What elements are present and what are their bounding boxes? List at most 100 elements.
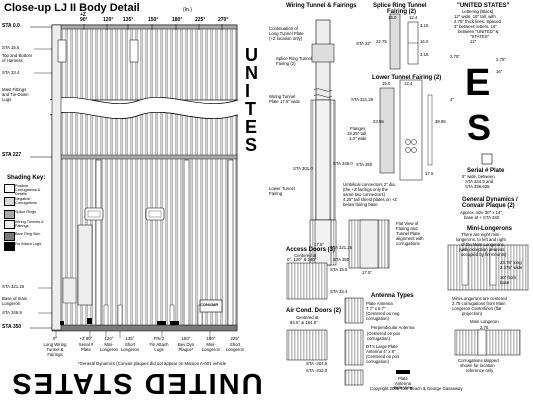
access-doors-sta-15: STA 15.5 bbox=[330, 267, 348, 272]
units-label: (In.) bbox=[183, 7, 192, 13]
wiring-continuation: Continuation of bbox=[269, 26, 298, 31]
splice-d16: 16.0 bbox=[420, 39, 429, 44]
bottom-label-6-l1: Mini- bbox=[206, 342, 216, 347]
wiring-fairing: Fairing (2) bbox=[276, 61, 296, 66]
bottom-angle-120: 120° bbox=[104, 336, 114, 341]
splice-d315-a: 3.15 bbox=[420, 23, 429, 28]
mini-note-1: Mini-Longerons are centered bbox=[452, 296, 507, 301]
key-label-positive: Positive Corrugations & Details bbox=[15, 184, 41, 196]
lettering-e: E bbox=[465, 62, 490, 104]
bottom-label-0-l3: Fairings bbox=[47, 352, 63, 357]
lower-d124: 12.4 bbox=[404, 81, 413, 86]
mini-main: Main Longeron bbox=[470, 319, 499, 324]
wiring-title: Wiring Tunnel & Fairings bbox=[286, 3, 357, 9]
lower-d150: 15.0 bbox=[382, 81, 391, 86]
air-cond-title: Air Cond. Doors (2) bbox=[286, 308, 341, 314]
mini-l2: longerons, to left and right bbox=[456, 237, 506, 242]
gd-title: General Dynamics / bbox=[462, 197, 518, 203]
antenna-side-view: Plate Antenna Side View bbox=[393, 376, 413, 391]
antenna-large-d: Antenna 4" x 8" bbox=[366, 349, 396, 354]
mast-label-3: Lugs bbox=[2, 97, 12, 102]
bottom-angle-fin2: FIN 2 bbox=[153, 336, 165, 341]
page-title: Close-up LJ II Body Detail bbox=[4, 2, 140, 14]
us-dim-275: 2.75" bbox=[496, 57, 506, 62]
lower-flanges: Flanges bbox=[350, 126, 366, 131]
harness-label-2: of Harness bbox=[2, 58, 23, 63]
antenna-large: DT's Large Plate bbox=[366, 344, 398, 349]
flat-view-l5: corrugations bbox=[396, 241, 420, 246]
flat-view-l4: alignment with bbox=[396, 236, 424, 241]
us-lettering-l5: between "UNITED" & bbox=[458, 29, 499, 34]
serial-title: Serial # Plate bbox=[467, 168, 505, 174]
lower-note-2: (the +Z fairings only the bbox=[343, 187, 389, 192]
body-letters: U N I T E S bbox=[241, 46, 263, 156]
wiring-splice: Splice Ring Tunnel bbox=[276, 56, 312, 61]
lower-sta-321: STA 321.25 bbox=[351, 97, 374, 102]
angle-label-top-135: 135° bbox=[123, 17, 134, 23]
flat-view-l3: Tunnel Plate bbox=[396, 231, 420, 236]
air-cond-l2: 94.5° & 154.5° bbox=[290, 320, 318, 325]
shading-key-title: Shading Key: bbox=[7, 175, 46, 181]
bottom-label-4-l1: Fin Attach bbox=[149, 342, 169, 347]
bottom-angle-0: 0° bbox=[52, 336, 58, 341]
key-label-lugs: Fin Attach Lugs bbox=[15, 242, 42, 246]
us-lettering-l6: "STATES" bbox=[470, 34, 490, 39]
key-negative: Negative Corrugations bbox=[4, 197, 46, 206]
us-dim-12: 12" bbox=[470, 39, 477, 44]
us-lettering-l4: 4" between letters. 16" bbox=[454, 24, 497, 29]
swatch-tunnels bbox=[4, 220, 15, 229]
bottom-angle-225: 225° bbox=[230, 336, 240, 341]
copyright: Copyright 2008 Tom Beach & George Gassaw… bbox=[370, 386, 463, 391]
body-letter-u: U bbox=[245, 45, 258, 65]
lower-fairing-title: Lower Tunnel Fairing (2) bbox=[372, 75, 442, 81]
base-longeron-2: Longeron bbox=[2, 301, 21, 306]
bottom-angle-135: 135° bbox=[125, 336, 135, 341]
station-sta-15-5: STA 15.5 bbox=[2, 45, 20, 50]
us-lettering-l3: 2.75" thick lines. Spaced bbox=[454, 19, 501, 24]
mini-l4: (with exception of areas bbox=[459, 247, 505, 252]
lower-flanges-3: 1.0" wide bbox=[349, 136, 367, 141]
key-positive: Positive Corrugations & Details bbox=[4, 184, 46, 196]
bottom-angle-90: +Z 90° bbox=[79, 336, 93, 341]
antenna-plate: Plate Antenna bbox=[366, 301, 393, 306]
splice-title-2: Fairing (2) bbox=[387, 9, 417, 15]
swatch-bare bbox=[4, 232, 15, 241]
bottom-labels: 0° Long Wiring Tunnel & Fairings +Z 90° … bbox=[3, 336, 268, 377]
wiring-sta-346: STA 346.0 bbox=[333, 161, 353, 166]
body-letter-e: E bbox=[245, 117, 258, 137]
plaque-label: CONVAIR bbox=[200, 302, 219, 307]
harness-label-1: Top and Bottom bbox=[2, 53, 33, 58]
wiring-dim-175: 17.5" bbox=[314, 242, 324, 247]
lower-d2355: 23.55 bbox=[373, 119, 384, 124]
flat-view-l1: Flat View of bbox=[396, 221, 419, 226]
wiring-tunnel-plate: Wiring Tunnel Plate 17.5" wide bbox=[269, 94, 300, 104]
antenna-perp: Perpendicular Antenna bbox=[371, 325, 415, 330]
mini-l1: There are eight mini- bbox=[461, 232, 501, 237]
angle-label-top-225: 225° bbox=[195, 17, 206, 23]
bottom-label-3-l1: Short bbox=[124, 342, 136, 347]
big-united-states-text: UNITED STATES bbox=[10, 367, 263, 399]
access-doors-title: Access Doors (3) bbox=[286, 247, 336, 253]
serial-l1: 5" wide, between bbox=[462, 174, 495, 179]
antenna-title: Antenna Types bbox=[371, 293, 414, 299]
mini-title: Mini-Longerons bbox=[467, 226, 512, 232]
splice-d150: 15.0 bbox=[388, 15, 397, 20]
lettering-s: S bbox=[467, 107, 491, 148]
mini-l5: occupied by fin mounts) bbox=[461, 252, 507, 257]
bottom-label-4-l2: Lugs bbox=[154, 347, 164, 352]
antenna-plate-d: 7.7" x 6.7" bbox=[366, 306, 386, 311]
key-label-negative: Negative Corrugations bbox=[15, 197, 37, 205]
lower-sta-350: STA 350 bbox=[356, 162, 373, 167]
splice-d124: 12.4 bbox=[409, 15, 418, 20]
bottom-label-7-l1: Short bbox=[229, 342, 241, 347]
access-doors-l1: Centered at bbox=[294, 253, 317, 258]
lower-note-4: 4.25" tall shield plates on +Z bbox=[343, 197, 397, 202]
bottom-label-2-l1: Mini- bbox=[104, 342, 114, 347]
wiring-sta-321: STA 321.25 bbox=[330, 245, 353, 250]
mini-d3: 10" from bbox=[500, 275, 517, 280]
station-sta-227: STA 227 bbox=[2, 152, 22, 158]
antenna-perp-c: (Centered on pos corrugation) bbox=[367, 331, 401, 341]
station-sta-346-9: STA 346.9 bbox=[2, 310, 22, 315]
swatch-positive bbox=[4, 184, 15, 193]
